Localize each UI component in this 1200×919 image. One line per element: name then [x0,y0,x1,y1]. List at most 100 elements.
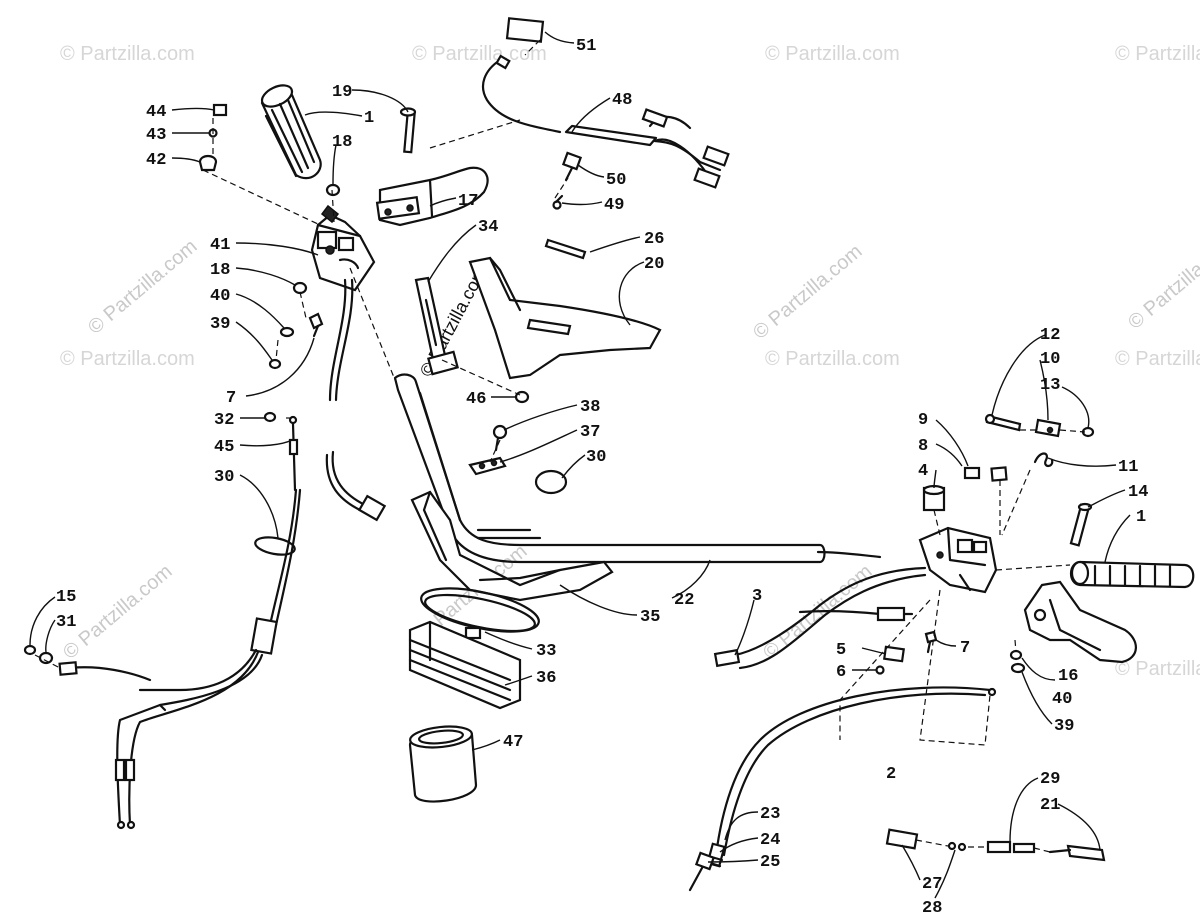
part-cable-assembly-left [58,488,302,830]
callout-15: 15 [56,588,76,607]
part-bracket-20 [468,256,662,380]
callout-20: 20 [644,255,664,274]
part-nut-25 [688,851,716,892]
callout-30-center: 30 [586,448,606,467]
callout-22: 22 [674,591,694,610]
part-21 [1048,844,1106,862]
callout-27: 27 [922,875,942,894]
part-lever-17 [375,166,489,227]
part-8 [963,466,981,480]
callout-39-right: 39 [1054,717,1074,736]
watermark-text: © Partzilla.com [84,235,201,338]
callout-1-left: 1 [364,109,374,128]
callout-35: 35 [640,608,660,627]
watermark-text: © Partzilla.com [1115,348,1200,370]
part-31 [38,651,54,665]
part-44 [212,103,228,117]
leader-lines [29,31,1131,899]
callout-16: 16 [1058,667,1078,686]
part-switch-housing-right [918,526,998,594]
part-clamp-30-upper [534,469,568,495]
part-lever-16 [1023,580,1137,664]
watermark-text: © Partzilla.com [412,43,547,65]
part-grip-right [1069,560,1195,589]
part-nut-39-right [1010,662,1026,674]
watermark-text: © Partzilla.com [59,560,176,663]
callout-40-right: 40 [1052,690,1072,709]
part-bolt-19 [399,107,417,154]
watermark-text: © Partzilla.com [765,348,900,370]
callout-38: 38 [580,398,600,417]
callout-34: 34 [478,218,498,237]
part-29 [986,840,1036,854]
part-15 [23,644,37,656]
part-clip-37 [468,456,507,476]
callout-1-right: 1 [1136,508,1146,527]
callout-18-lower: 18 [210,261,230,280]
part-cable-45 [288,422,299,492]
part-10 [1034,418,1062,438]
callout-43: 43 [146,126,166,145]
part-clamp-30-left [254,536,296,556]
part-12-bolt [984,413,1022,432]
part-rod-26 [544,238,587,260]
callout-29: 29 [1040,770,1060,789]
part-connector-50 [552,151,583,210]
callout-11: 11 [1118,458,1138,477]
callout-50: 50 [606,171,626,190]
watermark-text: © Partzilla.com [765,43,900,65]
part-9 [990,466,1008,482]
part-nut-18 [325,183,341,197]
parts-layer [23,17,1195,892]
callout-39-left: 39 [210,315,230,334]
part-nut-18-lower [292,281,308,295]
callout-5: 5 [836,641,846,660]
callout-48: 48 [612,91,632,110]
part-42 [198,154,218,172]
part-bolt-14 [1069,502,1093,547]
callout-3: 3 [752,587,762,606]
callout-13: 13 [1040,376,1060,395]
part-wiring-harness-48 [482,54,730,189]
callout-24: 24 [760,831,780,850]
part-screw-7-left [308,312,324,338]
callout-21: 21 [1040,796,1060,815]
part-pad-47 [408,725,478,803]
callout-18-upper: 18 [332,133,352,152]
callout-30-left: 30 [214,468,234,487]
part-washer-40-right [1009,649,1023,661]
part-cable-23 [714,686,997,857]
part-6 [875,665,885,675]
part-nut-39 [268,358,282,370]
callout-7-left: 7 [226,389,236,408]
callout-40-left: 40 [210,287,230,306]
callout-layer: 51 48 50 49 19 1 18 17 34 44 43 42 41 18… [56,37,1148,918]
callout-12: 12 [1040,326,1060,345]
callout-28: 28 [922,899,942,918]
part-screw-38 [492,424,508,452]
callout-42: 42 [146,151,166,170]
part-grip-left [260,84,322,180]
callout-23: 23 [760,805,780,824]
watermark-text: © Partzilla.com [1124,230,1200,333]
assembly-lines [34,39,1086,853]
callout-36: 36 [536,669,556,688]
callout-9: 9 [918,411,928,430]
callout-31: 31 [56,613,76,632]
part-28 [947,841,967,852]
watermark-text: © Partzilla.com [1115,43,1200,65]
callout-51: 51 [576,37,596,56]
callout-45: 45 [214,438,234,457]
part-washer-40 [279,326,295,338]
watermark-layer: © Partzilla.com © Partzilla.com © Partzi… [59,43,1200,680]
callout-6: 6 [836,663,846,682]
callout-2: 2 [886,765,896,784]
watermark-text: © Partzilla.com [60,348,195,370]
callout-4: 4 [918,462,928,481]
callout-14: 14 [1128,483,1148,502]
callout-33: 33 [536,642,556,661]
part-throttle-cable-housing [325,278,387,522]
part-5 [883,645,905,663]
part-handlebar-22 [393,373,882,564]
